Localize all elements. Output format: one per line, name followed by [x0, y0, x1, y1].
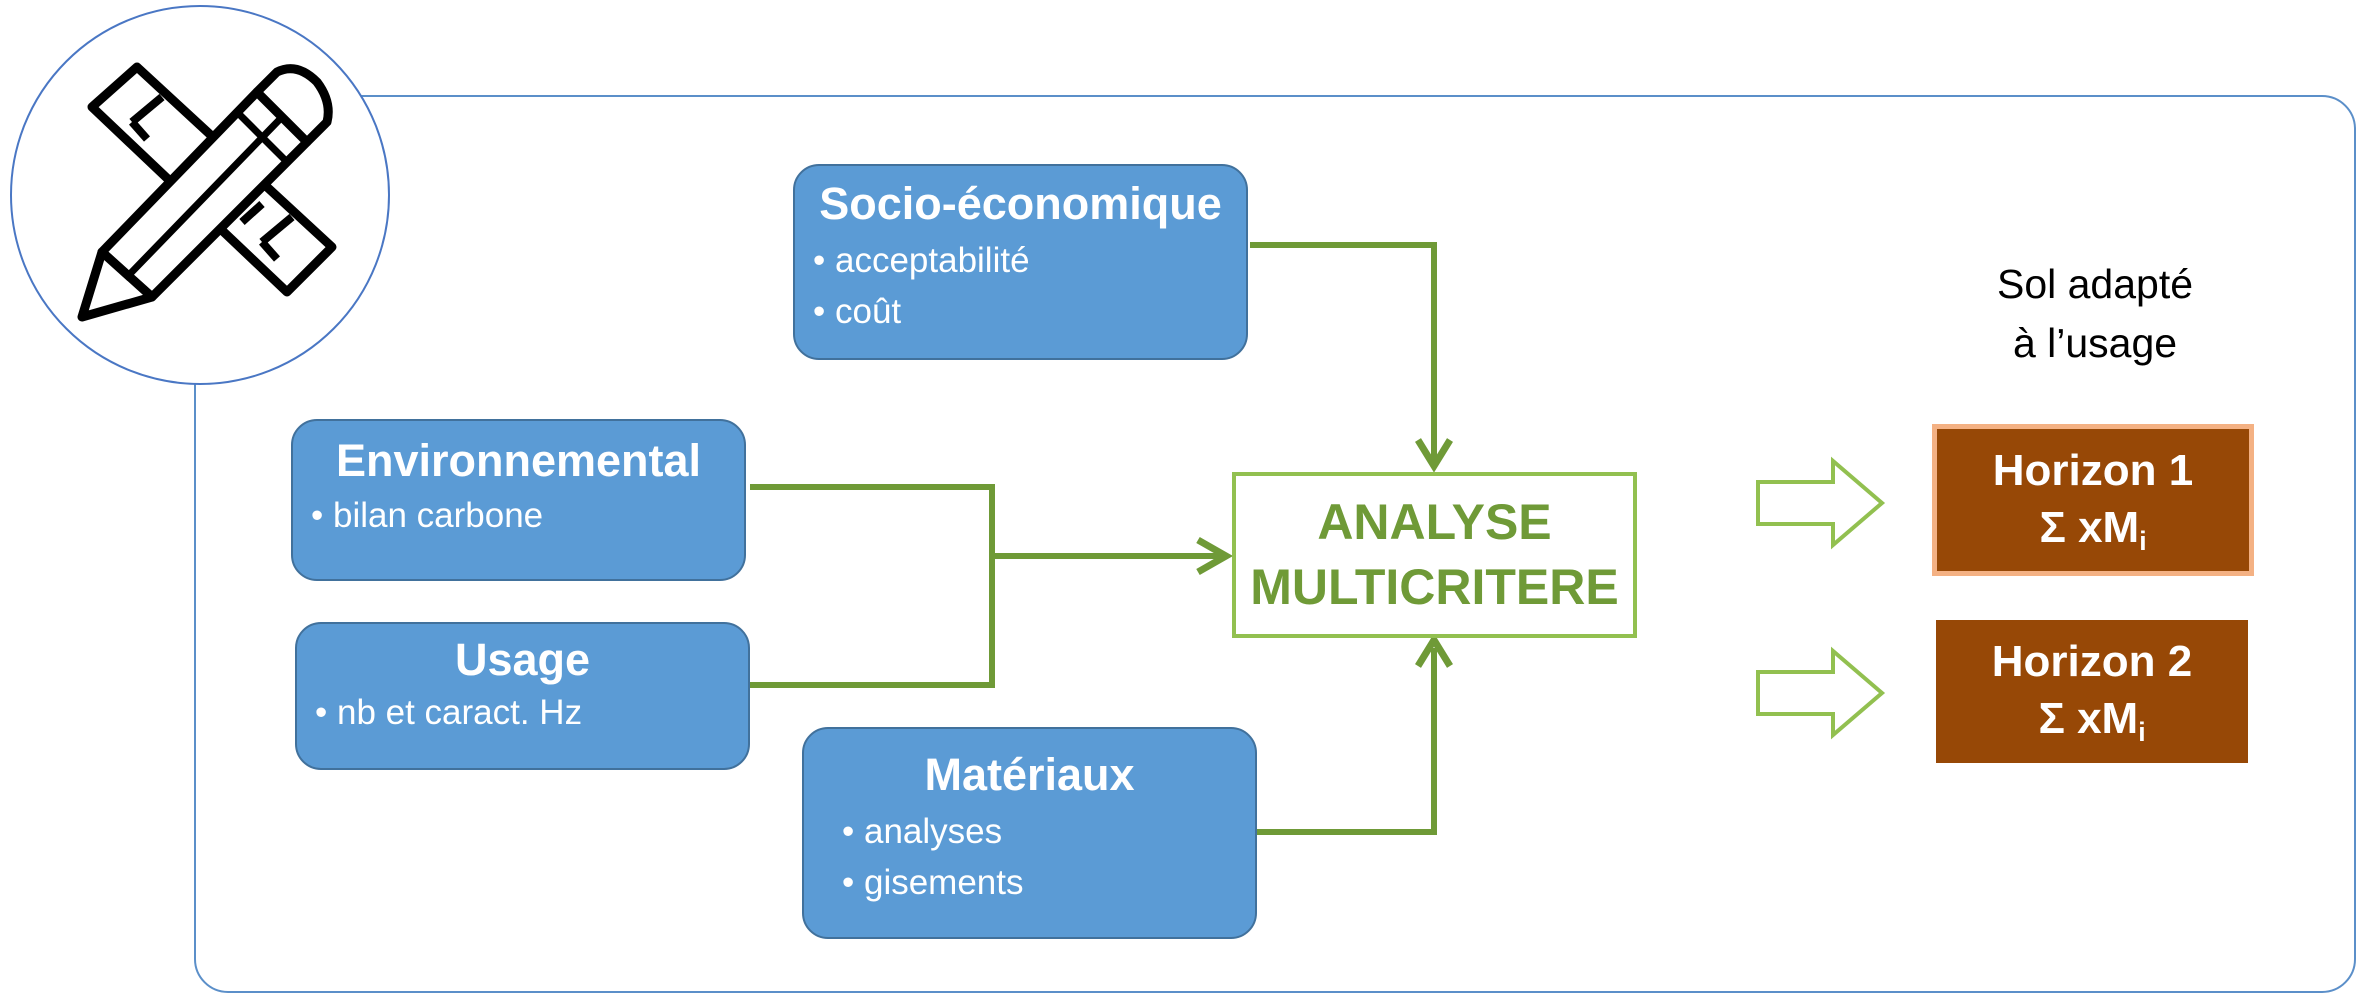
- criterion-materiaux-item: • gisements: [842, 862, 1024, 902]
- criterion-env-box: Environnemental • bilan carbone: [291, 419, 746, 581]
- criterion-usage-item: • nb et caract. Hz: [315, 692, 583, 732]
- analysis-line-1: ANALYSE: [1317, 494, 1552, 550]
- tool-badge: [10, 5, 390, 385]
- criterion-socio-title: Socio-économique: [819, 178, 1222, 229]
- horizon-1-formula: Σ xMi: [2039, 502, 2147, 556]
- connector-materiaux: [1255, 648, 1437, 835]
- horizon-2-title: Horizon 2: [1991, 637, 2193, 687]
- analysis-line-2: MULTICRITERE: [1250, 559, 1619, 615]
- criterion-socio-item: • coût: [813, 291, 902, 331]
- arrowhead-bottom: [1415, 633, 1453, 668]
- arrowhead-top: [1415, 438, 1453, 473]
- horizon-1-title: Horizon 1: [1992, 445, 2194, 495]
- criterion-usage-box: Usage • nb et caract. Hz: [295, 622, 750, 770]
- criterion-env-title: Environnemental: [335, 435, 702, 486]
- analysis-box: ANALYSE MULTICRITERE: [1232, 472, 1637, 638]
- criterion-socio-box: Socio-économique • acceptabilité • coût: [793, 164, 1248, 360]
- connector-socio: [1250, 242, 1437, 460]
- connector-env: [750, 484, 995, 688]
- pencil-ruler-icon: [77, 62, 337, 322]
- result-label-line-1: Sol adapté: [1996, 261, 2194, 307]
- arrowhead-left: [1196, 536, 1234, 576]
- result-label: Sol adapté à l’usage: [1900, 255, 2290, 374]
- criterion-env-item: • bilan carbone: [311, 495, 544, 535]
- horizon-2-formula: Σ xMi: [2038, 694, 2146, 748]
- hollow-arrow-1: [1756, 456, 1886, 550]
- horizon-1-box: Horizon 1 Σ xMi: [1932, 424, 2254, 576]
- content-frame: [194, 95, 2356, 993]
- horizon-2-box: Horizon 2 Σ xMi: [1936, 620, 2248, 763]
- criterion-materiaux-box: Matériaux • analyses • gisements: [802, 727, 1257, 939]
- criterion-materiaux-title: Matériaux: [924, 749, 1135, 800]
- hollow-arrow-2: [1756, 646, 1886, 740]
- criterion-materiaux-item: • analyses: [842, 811, 1003, 851]
- criterion-socio-item: • acceptabilité: [813, 240, 1030, 280]
- result-label-line-2: à l’usage: [2012, 320, 2178, 367]
- criterion-usage-title: Usage: [454, 634, 591, 685]
